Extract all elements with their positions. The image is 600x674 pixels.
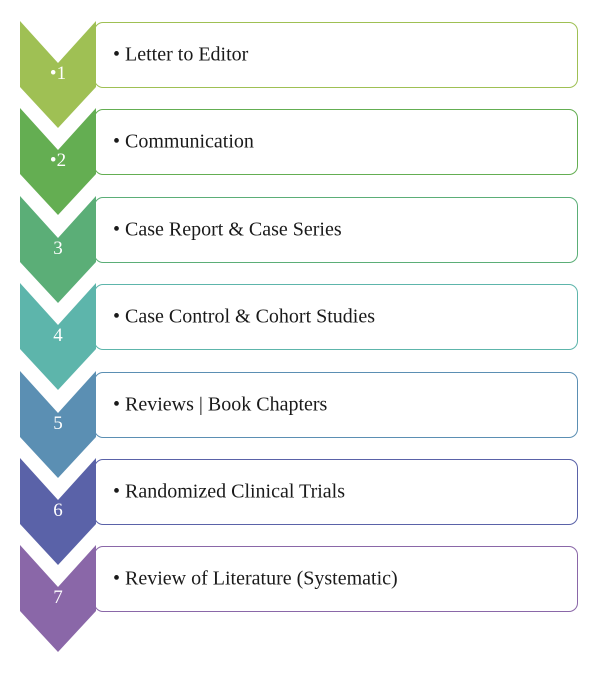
step-number: •1 <box>49 63 67 84</box>
chevron-shape <box>20 371 96 478</box>
chevron-shape <box>20 196 96 303</box>
step-label: •Reviews | Book Chapters <box>113 393 328 416</box>
step-number: •3 <box>53 238 63 259</box>
chevron-arrow <box>20 545 96 652</box>
step-label: •Case Report & Case Series <box>113 218 342 241</box>
chevron-arrow <box>20 283 96 390</box>
step-row-2: •Communication •2 <box>0 108 600 215</box>
step-label: •Communication <box>113 130 254 153</box>
step-label: •Review of Literature (Systematic) <box>113 567 398 590</box>
step-number: •7 <box>53 587 63 608</box>
chevron-shape <box>20 21 96 128</box>
step-label: •Letter to Editor <box>113 43 249 66</box>
step-row-4: •Case Control & Cohort Studies •4 <box>0 283 600 390</box>
step-row-5: •Reviews | Book Chapters •5 <box>0 371 600 478</box>
chevron-shape <box>20 108 96 215</box>
step-label: •Randomized Clinical Trials <box>113 480 346 503</box>
step-row-3: •Case Report & Case Series •3 <box>0 196 600 303</box>
step-box: •Letter to Editor <box>94 22 578 88</box>
step-number: •5 <box>53 413 63 434</box>
step-row-1: •Letter to Editor •1 <box>0 21 600 128</box>
chevron-shape <box>20 458 96 565</box>
step-number: •4 <box>53 325 63 346</box>
chevron-shape <box>20 283 96 390</box>
step-box: •Communication <box>94 109 578 175</box>
step-number: •2 <box>49 150 67 171</box>
chevron-arrow <box>20 458 96 565</box>
chevron-arrow <box>20 371 96 478</box>
step-label: •Case Control & Cohort Studies <box>113 305 376 328</box>
step-box: •Case Report & Case Series <box>94 197 578 263</box>
step-row-7: •Review of Literature (Systematic) •7 <box>0 545 600 652</box>
step-box: •Reviews | Book Chapters <box>94 372 578 438</box>
chevron-arrow <box>20 21 96 128</box>
step-box: •Case Control & Cohort Studies <box>94 284 578 350</box>
step-row-6: •Randomized Clinical Trials •6 <box>0 458 600 565</box>
chevron-arrow <box>20 108 96 215</box>
chevron-shape <box>20 545 96 652</box>
chevron-arrow <box>20 196 96 303</box>
step-box: •Review of Literature (Systematic) <box>94 546 578 612</box>
step-number: •6 <box>53 500 63 521</box>
step-box: •Randomized Clinical Trials <box>94 459 578 525</box>
